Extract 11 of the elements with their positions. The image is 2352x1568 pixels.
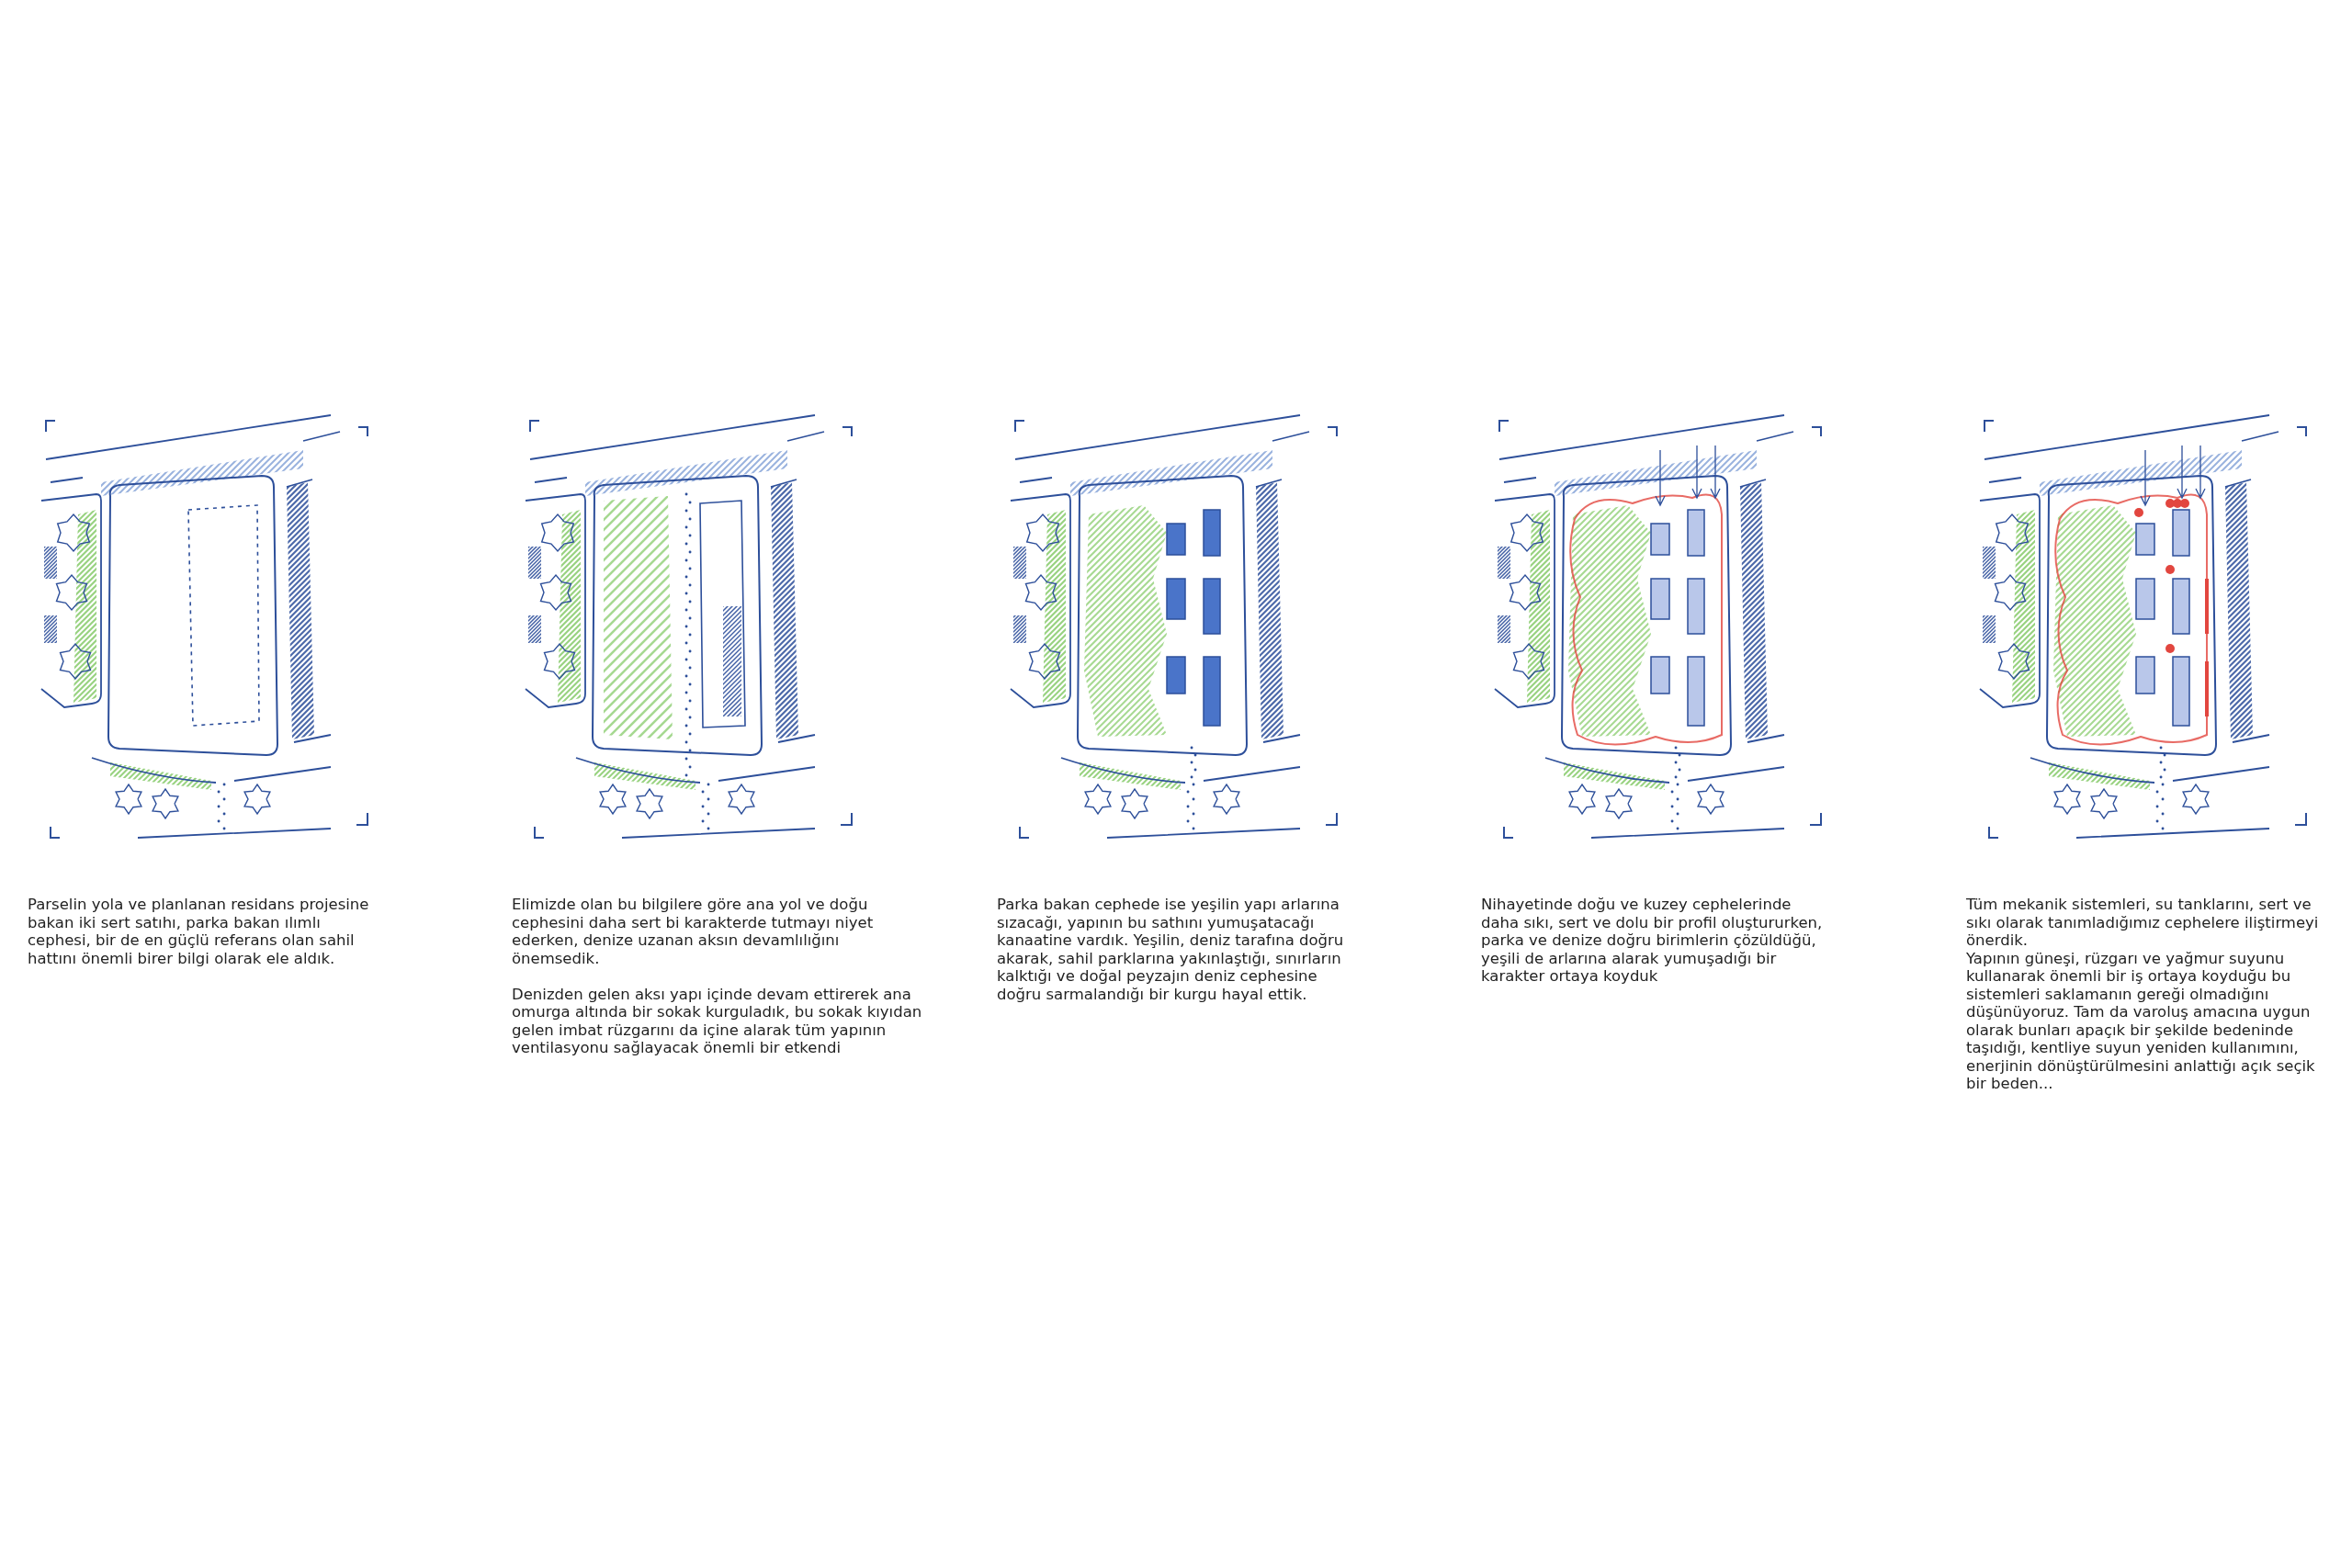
caption-text: Nihayetinde doğu ve kuzey cephelerinde daha sıkı, sert ve dolu bir profil oluştururken, parka ve denize doğru birimlerin çözüldüğü, yeşili de arlarına alarak yumuşadığı bir karakter ortaya koyduk bbox=[1481, 896, 1824, 986]
caption-text: Tüm mekanik sistemleri, su tanklarını, sert ve sıkı olarak tanımladığımız cephelere iliştirmeyi önerdik. bbox=[1966, 896, 2320, 950]
site-plan-drawing bbox=[1979, 414, 2307, 839]
site-plan-drawing bbox=[525, 414, 853, 839]
caption-text: Denizden gelen aksı yapı içinde devam ettirerek ana omurga altında bir sokak kurguladık, bu sokak kıyıdan gelen imbat rüzgarını da içine alarak tüm yapının ventilasyonu sağlayacak önemli bir etkendi bbox=[512, 985, 923, 1057]
caption-text: Parka bakan cephede ise yeşilin yapı arlarına sızacağı, yapının bu sathını yumuşatacağı kanaatine vardık. Yeşilin, deniz tarafına doğru akarak, sahil parklarına yakınlaştığı, sınırların kalktığı ve doğal peyzajın deniz cephesine doğru sarmalandığı bir kurgu hayal ettik. bbox=[997, 896, 1345, 1003]
caption-text: Parselin yola ve planlanan residans projesine bakan iki sert satıhı, parka bakan ılımlı cephesi, bir de en güçlü referans olan sahil hattını önemli birer bilgi olarak ele aldık. bbox=[28, 896, 370, 967]
caption-text: Yapının güneşi, rüzgarı ve yağmur suyunu kullanarak önemli bir iş ortaya koyduğu bu sistemleri saklamanın gereği olmadığını düşünüyoruz. Tam da varoluş amacına uygun olarak bunları apaçık bir şekilde bedeninde taşıdığı, kentliye suyun yeniden kullanımını, enerjinin dönüştürülmesini anlattığı açık seçik bir beden... bbox=[1966, 949, 2316, 1093]
site-plan-drawing bbox=[1010, 414, 1338, 839]
caption-text: Elimizde olan bu bilgilere göre ana yol ve doğu cephesini daha sert bi karakterde tutmayı niyet ederken, denize uzanan aksın devamlılığını önemsedik. bbox=[512, 896, 875, 967]
site-plan-drawing bbox=[1494, 414, 1822, 839]
